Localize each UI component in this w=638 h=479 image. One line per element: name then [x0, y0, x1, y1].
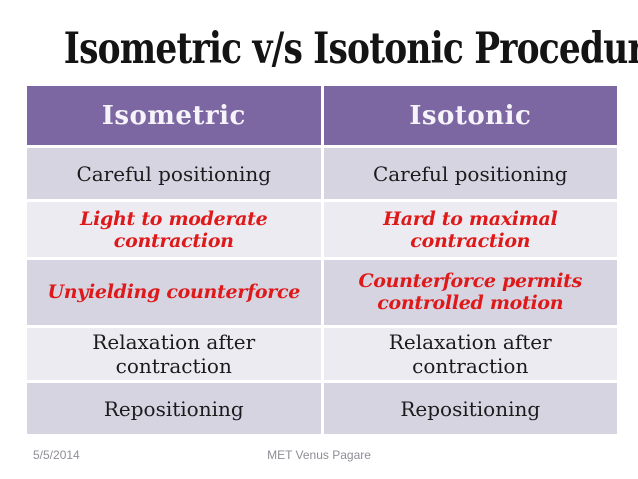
cell-isometric-contraction: Light to moderate contraction — [24, 199, 324, 260]
table-row: Light to moderate contraction Hard to ma… — [24, 199, 620, 260]
cell-isotonic-relaxation: Relaxation after contraction — [320, 325, 620, 383]
column-header-isotonic: Isotonic — [320, 83, 620, 148]
cell-isometric-repositioning: Repositioning — [24, 380, 324, 437]
table-row: Relaxation after contraction Relaxation … — [24, 325, 620, 383]
cell-isotonic-positioning: Careful positioning — [320, 145, 620, 202]
table-row: Careful positioning Careful positioning — [24, 145, 620, 202]
table-row: Repositioning Repositioning — [24, 380, 620, 437]
cell-isotonic-counterforce: Counterforce permits controlled motion — [320, 257, 620, 328]
table-row: Unyielding counterforce Counterforce per… — [24, 257, 620, 328]
table-header-row: Isometric Isotonic — [24, 83, 620, 148]
cell-isometric-counterforce: Unyielding counterforce — [24, 257, 324, 328]
cell-isometric-relaxation: Relaxation after contraction — [24, 325, 324, 383]
slide-date: 5/5/2014 — [33, 448, 80, 462]
cell-isotonic-contraction: Hard to maximal contraction — [320, 199, 620, 260]
column-header-isometric: Isometric — [24, 83, 324, 148]
comparison-table: Isometric Isotonic Careful positioning C… — [24, 83, 620, 437]
cell-isotonic-repositioning: Repositioning — [320, 380, 620, 437]
slide-title: Isometric v/s Isotonic Procedures — [63, 24, 638, 74]
slide-credit: MET Venus Pagare — [267, 448, 371, 462]
cell-isometric-positioning: Careful positioning — [24, 145, 324, 202]
